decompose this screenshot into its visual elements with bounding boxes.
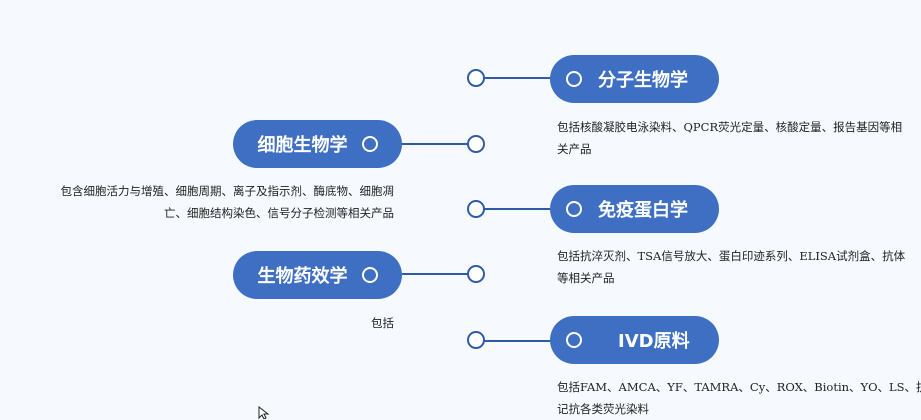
desc-molecular-biology-line1: 包括核酸凝胶电泳染料、QPCR荧光定量、核酸定量、报告基因等相: [557, 120, 903, 134]
pill-ivd-materials[interactable]: IVD原料: [550, 316, 719, 364]
mouse-cursor-icon: [258, 406, 270, 419]
desc-immunoprotein-line1: 包括抗淬灭剂、TSA信号放大、蛋白印迹系列、ELISA试剂盒、抗体: [557, 249, 906, 263]
node-molecular: [467, 69, 485, 87]
pill-molecular-biology[interactable]: 分子生物学: [550, 55, 719, 103]
circle-icon: [361, 136, 378, 152]
connector-ivd: [484, 340, 554, 342]
desc-ivd-materials-line2: 记抗各类荧光染料: [557, 402, 649, 416]
node-cell: [467, 135, 485, 153]
desc-ivd-materials-line1: 包括FAM、AMCA、YF、TAMRA、Cy、ROX、Biotin、YO、LS、…: [557, 380, 921, 394]
pill-molecular-biology-label: 分子生物学: [598, 70, 688, 91]
node-ivd: [467, 331, 485, 349]
desc-cell-biology: 包含细胞活力与增殖、细胞周期、离子及指示剂、酶底物、细胞凋 亡、细胞结构染色、信…: [20, 180, 395, 224]
desc-immunoprotein: 包括抗淬灭剂、TSA信号放大、蛋白印迹系列、ELISA试剂盒、抗体 等相关产品: [557, 245, 917, 289]
pill-cell-biology-label: 细胞生物学: [257, 135, 348, 156]
desc-molecular-biology-line2: 关产品: [557, 142, 592, 156]
circle-icon: [566, 71, 582, 87]
pill-pharmacodynamics[interactable]: 生物药效学: [233, 251, 402, 299]
desc-cell-biology-line2: 亡、细胞结构染色、信号分子检测等相关产品: [164, 206, 394, 220]
desc-ivd-materials: 包括FAM、AMCA、YF、TAMRA、Cy、ROX、Biotin、YO、LS、…: [557, 376, 921, 420]
desc-immunoprotein-line2: 等相关产品: [557, 271, 615, 285]
connector-cell: [398, 143, 468, 145]
desc-cell-biology-line1: 包含细胞活力与增殖、细胞周期、离子及指示剂、酶底物、细胞凋: [60, 184, 395, 198]
desc-pharmacodynamics: 包括: [300, 312, 394, 334]
desc-pharmacodynamics-line1: 包括: [371, 316, 394, 330]
circle-icon: [361, 267, 378, 283]
pill-ivd-materials-label: IVD原料: [618, 331, 690, 352]
connector-immuno: [484, 208, 554, 210]
pill-cell-biology[interactable]: 细胞生物学: [233, 120, 402, 168]
pill-pharmacodynamics-label: 生物药效学: [257, 266, 348, 287]
circle-icon: [566, 201, 582, 217]
circle-icon: [566, 332, 582, 348]
connector-pharma: [398, 273, 468, 275]
pill-immunoprotein-label: 免疫蛋白学: [598, 200, 688, 221]
pill-immunoprotein[interactable]: 免疫蛋白学: [550, 185, 719, 233]
desc-molecular-biology: 包括核酸凝胶电泳染料、QPCR荧光定量、核酸定量、报告基因等相 关产品: [557, 116, 917, 160]
connector-molecular: [484, 77, 554, 79]
node-immuno: [467, 200, 485, 218]
node-pharma: [467, 265, 485, 283]
